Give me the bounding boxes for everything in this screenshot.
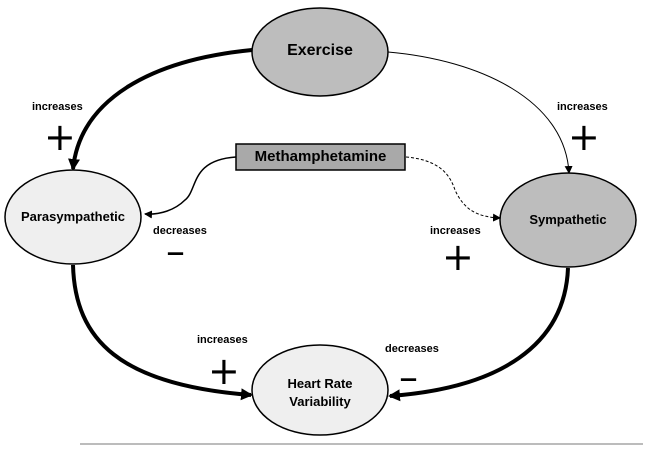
edge-exercise-to-parasympathetic	[68, 48, 253, 171]
edge-exercise-to-sympathetic	[387, 51, 573, 174]
node-methamphetamine-label: Methamphetamine	[254, 148, 387, 165]
edge-parasympathetic-to-hrv	[71, 264, 253, 401]
plus-sign-exercise-to-parasympathetic: +	[44, 115, 76, 159]
node-exercise-shape	[251, 7, 389, 97]
edge-label-exercise-to-parasympathetic: increases	[32, 101, 83, 113]
minus-sign-symp-to-hrv: –	[399, 355, 418, 399]
node-exercise-label: Exercise	[287, 42, 353, 59]
node-parasympathetic-label: Parasympathetic	[20, 209, 126, 224]
edge-label-exercise-to-sympathetic: increases	[557, 101, 608, 113]
node-parasympathetic-shape	[4, 169, 142, 265]
plus-sign-exercise-to-sympathetic: +	[568, 115, 600, 159]
node-hrv-label-line2: Variability	[289, 394, 351, 409]
edge-label-meth-to-sympathetic: increases	[430, 225, 481, 237]
node-methamphetamine-shape	[235, 143, 406, 171]
edge-meth-to-sympathetic	[405, 156, 501, 222]
minus-sign-meth-to-parasympathetic: –	[166, 229, 185, 273]
edge-meth-to-parasympathetic	[144, 156, 237, 219]
node-hrv-label-line1: Heart Rate	[287, 376, 353, 391]
node-hrv-shape	[251, 344, 389, 436]
edge-label-meth-to-parasympathetic: decreases	[153, 225, 207, 237]
edge-label-parasympathetic-to-hrv: increases	[197, 334, 248, 346]
plus-sign-meth-to-sympathetic: +	[442, 235, 474, 279]
node-sympathetic-label: Sympathetic	[529, 212, 607, 227]
edge-sympathetic-to-hrv	[388, 267, 570, 402]
plus-sign-parasympathetic-to-hrv: +	[208, 349, 240, 393]
node-sympathetic-shape	[499, 172, 637, 268]
edge-label-symp-to-hrv: decreases	[385, 343, 439, 355]
